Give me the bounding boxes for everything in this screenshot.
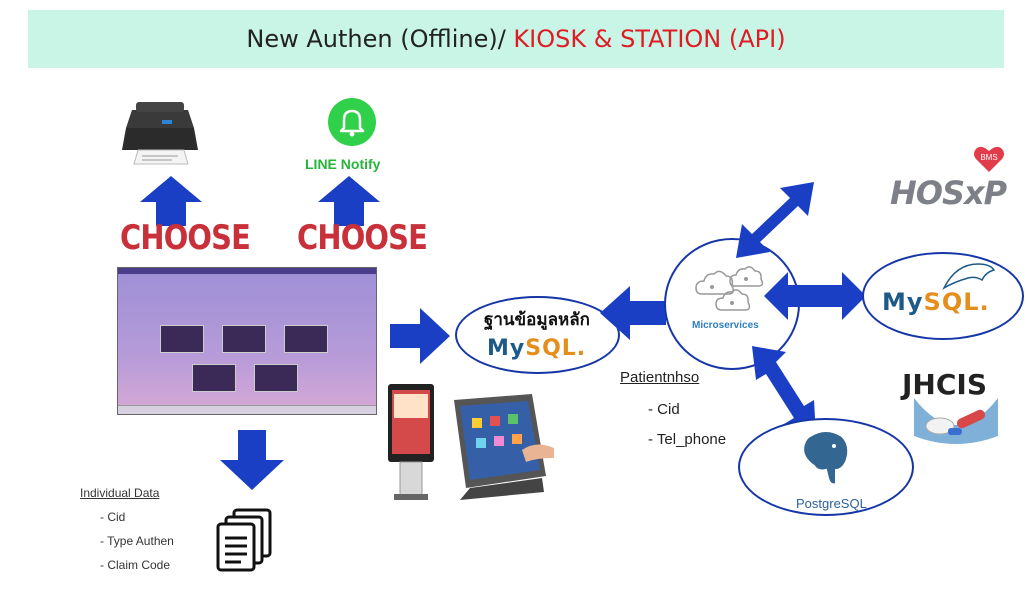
app-titlebar (118, 268, 376, 274)
main-db-label: ฐานข้อมูลหลัก (484, 310, 590, 329)
dolphin-icon (942, 263, 996, 290)
individual-data-title: Individual Data (80, 486, 160, 500)
elephant-icon (802, 430, 850, 486)
line-notify-label: LINE Notify (305, 156, 381, 172)
mysql-logo: MySQL. (487, 336, 586, 361)
heart-icon: BMS (974, 146, 1004, 172)
mysql-oval: MySQL. (862, 252, 1024, 340)
patient-item: - Tel_phone (648, 431, 727, 448)
microservices-label: Microservices (692, 320, 759, 331)
postgresql-oval: PostgreSQL (738, 418, 914, 516)
app-button (192, 364, 236, 392)
mysql-sql: SQL. (525, 336, 587, 361)
bidirectional-arrow-up (736, 182, 814, 258)
choose-label-right: CHOOSE (297, 218, 428, 258)
individual-item: - Type Authen (100, 534, 174, 548)
patient-table-title: Patientnhso (620, 369, 700, 386)
app-button (160, 325, 204, 353)
title-highlight: KIOSK & STATION (API) (513, 25, 786, 53)
bell-icon (328, 98, 376, 146)
medicine-icon (914, 398, 998, 444)
title-banner: New Authen (Offline)/ KIOSK & STATION (A… (28, 10, 1004, 68)
document-icon (216, 508, 272, 572)
patient-item: - Cid (648, 401, 680, 418)
app-button (254, 364, 298, 392)
app-button (284, 325, 328, 353)
title-main: New Authen (Offline)/ (246, 25, 514, 53)
printer-icon (122, 102, 198, 165)
individual-item: - Claim Code (100, 558, 171, 572)
cloud-network-icon (695, 266, 764, 311)
up-arrow-left (140, 176, 202, 226)
authen-app-window (117, 267, 377, 415)
right-arrow (390, 308, 450, 364)
up-arrow-right (318, 176, 380, 226)
individual-item: - Cid (100, 510, 126, 524)
bidirectional-arrow-right (764, 272, 866, 320)
down-arrow (220, 430, 284, 490)
mysql-my: My (487, 336, 526, 361)
page-title: New Authen (Offline)/ KIOSK & STATION (A… (28, 25, 1004, 53)
bidirectional-arrow-down (752, 346, 816, 436)
left-arrow (600, 286, 666, 340)
choose-label-left: CHOOSE (120, 218, 251, 258)
mysql-sql: SQL. (923, 288, 990, 316)
jhcis-logo: JHCIS (902, 368, 987, 401)
kiosk-icon (388, 384, 554, 500)
app-statusbar (118, 405, 376, 414)
postgresql-label: PostgreSQL (796, 496, 867, 511)
mysql-my: My (882, 288, 924, 316)
main-database-oval: ฐานข้อมูลหลัก MySQL. (455, 296, 620, 374)
app-button (222, 325, 266, 353)
hosxp-logo: HOSxP (890, 174, 1007, 212)
bms-text: BMS (980, 153, 997, 162)
mysql-logo: MySQL. (882, 288, 990, 316)
